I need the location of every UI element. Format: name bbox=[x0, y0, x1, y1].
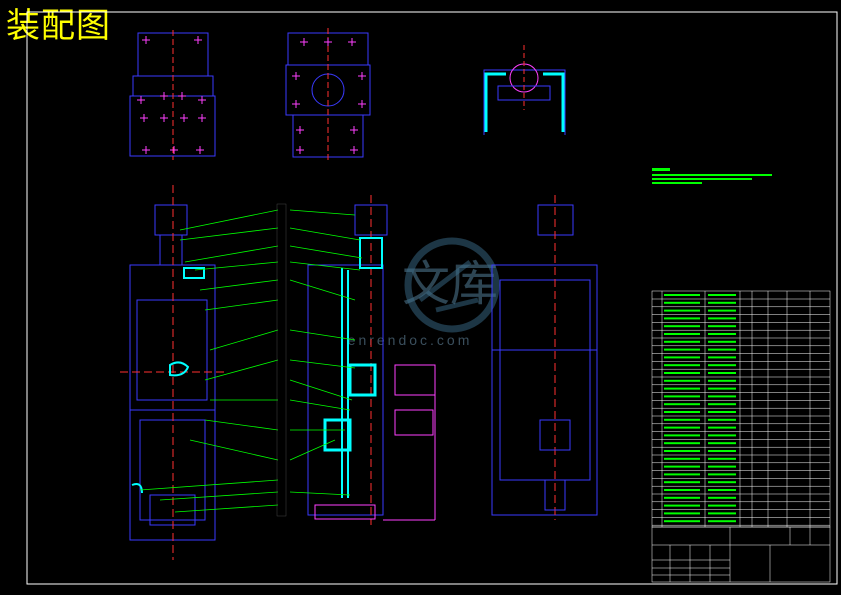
table-cell-text bbox=[664, 309, 700, 312]
table-cell-text bbox=[708, 301, 736, 304]
parts-list-table bbox=[651, 290, 831, 528]
front-view-left bbox=[120, 185, 225, 560]
leader-lines bbox=[139, 209, 363, 513]
table-cell-text bbox=[664, 317, 700, 320]
table-cell-text bbox=[664, 496, 700, 499]
table-cell-text bbox=[708, 457, 736, 460]
watermark-domain: renrendoc.com bbox=[340, 332, 473, 348]
table-cell-text bbox=[664, 434, 700, 437]
watermark-logo-text: 文库 bbox=[402, 256, 499, 312]
table-cell-text bbox=[708, 520, 736, 523]
table-cell-text bbox=[708, 418, 736, 421]
section-view-top bbox=[483, 45, 566, 135]
drawing-title: 装配图 bbox=[6, 6, 111, 46]
table-cell-text bbox=[664, 442, 700, 445]
table-cell-text bbox=[708, 294, 736, 296]
table-cell-text bbox=[708, 364, 736, 367]
table-cell-text bbox=[708, 317, 736, 320]
table-cell-text bbox=[664, 512, 700, 515]
table-cell-text bbox=[708, 426, 736, 429]
table-cell-text bbox=[708, 333, 736, 335]
table-cell-text bbox=[664, 364, 700, 367]
technical-requirements bbox=[652, 168, 772, 184]
table-cell-text bbox=[664, 450, 700, 452]
table-cell-text bbox=[664, 520, 700, 523]
table-cell-text bbox=[664, 403, 700, 406]
table-cell-text bbox=[708, 325, 736, 328]
top-view-middle bbox=[285, 28, 371, 160]
table-cell-text bbox=[708, 340, 736, 343]
table-cell-text bbox=[708, 372, 736, 374]
table-cell-text bbox=[664, 426, 700, 429]
table-cell-text bbox=[708, 309, 736, 312]
table-cell-text bbox=[664, 294, 700, 296]
table-cell-text bbox=[664, 411, 700, 413]
part-balloons bbox=[276, 203, 287, 517]
table-cell-text bbox=[664, 387, 700, 390]
sheet-frame bbox=[26, 11, 838, 585]
table-cell-text bbox=[664, 418, 700, 421]
table-cell-text bbox=[708, 434, 736, 437]
table-cell-text bbox=[664, 465, 700, 468]
table-cell-text bbox=[664, 325, 700, 328]
table-cell-text bbox=[708, 387, 736, 390]
table-cell-text bbox=[664, 395, 700, 398]
table-cell-text bbox=[664, 379, 700, 382]
title-block bbox=[651, 526, 831, 583]
top-view-left bbox=[129, 30, 216, 160]
table-cell-text bbox=[664, 457, 700, 460]
watermark-logo bbox=[404, 237, 500, 333]
table-cell-text bbox=[708, 465, 736, 468]
table-cell-text bbox=[708, 411, 736, 413]
table-cell-text bbox=[708, 442, 736, 445]
table-cell-text bbox=[664, 372, 700, 374]
table-cell-text bbox=[708, 481, 736, 484]
table-cell-text bbox=[708, 403, 736, 406]
table-cell-text bbox=[664, 348, 700, 351]
table-cell-text bbox=[708, 489, 736, 491]
table-cell-text bbox=[708, 496, 736, 499]
table-cell-text bbox=[708, 504, 736, 507]
section-view-middle bbox=[307, 195, 436, 525]
table-cell-text bbox=[708, 450, 736, 452]
table-cell-text bbox=[664, 504, 700, 507]
table-cell-text bbox=[664, 489, 700, 491]
table-cell-text bbox=[664, 340, 700, 343]
table-cell-text bbox=[664, 473, 700, 476]
table-cell-text bbox=[708, 348, 736, 351]
table-cell-text bbox=[664, 301, 700, 304]
side-view-right bbox=[491, 195, 598, 520]
table-cell-text bbox=[708, 379, 736, 382]
table-cell-text bbox=[664, 333, 700, 335]
table-cell-text bbox=[708, 512, 736, 515]
table-cell-text bbox=[708, 395, 736, 398]
table-cell-text bbox=[708, 473, 736, 476]
table-cell-text bbox=[708, 356, 736, 359]
table-cell-text bbox=[664, 481, 700, 484]
table-cell-text bbox=[664, 356, 700, 359]
